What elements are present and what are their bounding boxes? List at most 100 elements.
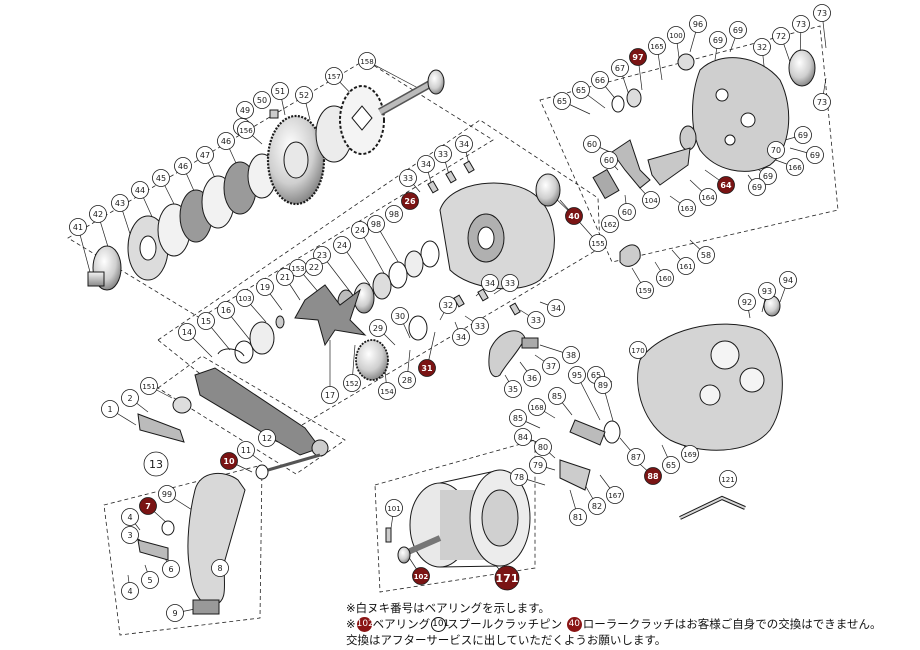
part-callout-number: 85 [552,392,562,401]
part-callout-number: 65 [576,86,586,95]
part-callout-number: 82 [592,502,602,511]
part-callout-number: 95 [572,371,582,380]
right-plate-hole-1 [715,88,729,102]
knob-cap-9 [192,599,220,615]
part-callout-circle [748,178,766,196]
spool-group-box [374,439,536,593]
part-callout-circle [121,526,139,544]
part-callout-p33b: 33 [399,169,417,187]
part-callout-circle [753,38,771,56]
part-callout-p79: 79 [529,456,547,474]
part-callout-p34c: 34 [481,274,499,292]
part-callout-number: 33 [475,322,485,331]
part-callout-number: 96 [693,20,703,29]
part-callout-circle [504,380,522,398]
part-callout-p49: 49 [236,101,254,119]
washer-24a [388,261,408,289]
part-callout-p43: 43 [111,194,129,212]
part-callout-circle [591,71,609,89]
part-callout-number: 154 [380,388,394,396]
part-callout-circle [759,167,777,185]
plate-5 [137,539,169,561]
part-callout-p159: 159 [636,281,654,299]
part-callout-number: 87 [631,453,641,462]
part-callout-p32: 32 [439,296,457,314]
part-callout-p32b: 32 [753,38,771,56]
spring-clip [269,109,279,119]
part-callout-number: 81 [573,513,583,522]
part-callout-number: 33 [505,279,515,288]
part-callout-p94: 94 [779,271,797,289]
part-callout-circle [398,371,416,389]
part-callout-circle [391,307,409,325]
part-callout-circle [69,218,87,236]
part-callout-number: 72 [776,32,786,41]
part-callout-number: 38 [566,351,576,360]
part-callout-p72: 72 [772,27,790,45]
part-callout-p69e: 69 [759,167,777,185]
part-callout-circle [481,274,499,292]
part-callout-circle [636,281,654,299]
frame-assembly [559,295,783,491]
part-callout-p69d: 69 [806,146,824,164]
part-callout-number: 84 [518,433,528,442]
part-callout-number: 92 [742,298,752,307]
part-callout-p3: 3 [121,526,139,544]
part-callout-circle [667,26,685,44]
part-callout-p65d: 65 [662,456,680,474]
part-callout-p58: 58 [697,246,715,264]
part-callout-number: 26 [404,197,416,206]
part-callout-number: 47 [200,151,210,160]
part-callout-number: 169 [683,451,696,459]
bearing-89 [603,420,621,444]
part-callout-circle [111,194,129,212]
part-callout-number: 152 [345,380,358,388]
part-callout-p12: 12 [258,429,276,447]
part-callout-number: 164 [701,194,715,202]
part-callout-p67: 67 [611,59,629,77]
part-callout-number: 43 [115,199,125,208]
part-callout-p11: 11 [237,441,255,459]
part-callout-number: 65 [557,97,567,106]
part-callout-number: 88 [647,472,659,481]
bearing-7-part [161,520,175,536]
part-callout-number: 44 [135,186,145,195]
part-callout-circle [140,377,158,395]
roller-clutch [535,173,561,207]
part-callout-circle [642,191,660,209]
part-callout-circle [418,359,436,377]
part-callout-p34a: 34 [455,135,473,153]
part-callout-circle [174,157,192,175]
part-callout-circle [813,4,831,22]
part-callout-circle [681,445,699,463]
part-callout-circle [600,151,618,169]
part-callout-p34b: 34 [417,155,435,173]
part-callout-circle [378,382,396,400]
part-callout-number: 29 [373,324,383,333]
part-callout-p171: 171 [494,565,520,591]
part-callout-p24b: 24 [333,236,351,254]
clutch-plate-163 [647,147,691,186]
part-callout-circle [523,369,541,387]
part-callout-circle [677,257,695,275]
part-callout-p6: 6 [162,560,180,578]
part-callout-circle [131,181,149,199]
part-callout-number: 30 [395,312,405,321]
part-callout-p93: 93 [758,282,776,300]
part-callout-p81: 81 [569,508,587,526]
part-callout-number: 58 [701,251,711,260]
part-callout-p16: 16 [217,301,235,319]
part-callout-number: 155 [591,240,604,248]
part-callout-circle [471,317,489,335]
part-callout-number: 34 [421,160,431,169]
bearing-10-part [255,464,269,480]
part-callout-circle [553,92,571,110]
part-callout-circle [648,37,666,55]
part-callout-p152: 152 [343,374,361,392]
part-callout-number: 3 [127,531,132,540]
part-callout-number: 78 [514,473,524,482]
part-callout-p40: 40 [565,207,583,225]
part-callout-number: 99 [162,490,172,499]
part-callout-p69f: 69 [748,178,766,196]
part-callout-circle [305,258,323,276]
